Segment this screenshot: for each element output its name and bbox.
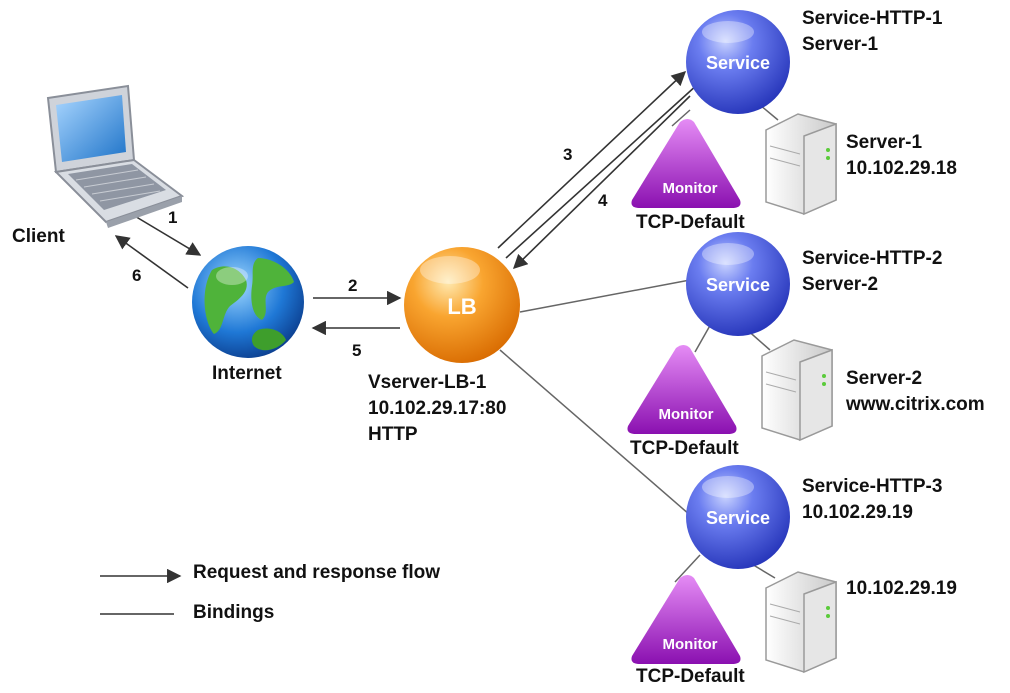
- server-2-line2: www.citrix.com: [846, 394, 985, 415]
- lb-protocol: HTTP: [368, 424, 418, 445]
- binding-line-service-3: [499, 349, 691, 516]
- step-5-label: 5: [352, 341, 362, 360]
- lb-name: Vserver-LB-1: [368, 372, 487, 393]
- laptop-icon: [46, 84, 185, 228]
- monitor-3-type: TCP-Default: [636, 666, 745, 687]
- server-2-line1: Server-2: [846, 368, 923, 389]
- legend-flow-label: Request and response flow: [193, 562, 441, 583]
- arrow-step-4b: [505, 83, 699, 259]
- client-label: Client: [12, 226, 65, 247]
- monitor-badge-1: Monitor: [663, 180, 718, 197]
- lb-badge: LB: [447, 294, 476, 319]
- arrow-step-4: [512, 95, 691, 270]
- server-tower-2-icon: [761, 339, 833, 442]
- service-sphere-2-icon: [686, 232, 790, 336]
- service-1-sub: Server-1: [802, 34, 879, 55]
- monitor-1-type: TCP-Default: [636, 212, 745, 233]
- monitor-badge-3: Monitor: [663, 636, 718, 653]
- server-1-line2: 10.102.29.18: [846, 158, 957, 179]
- service-sphere-3-icon: [686, 465, 790, 569]
- monitor-triangle-1-icon: [631, 119, 741, 208]
- monitor-badge-2: Monitor: [659, 406, 714, 423]
- monitor-triangle-2-icon: [627, 345, 737, 434]
- server-1-line1: Server-1: [846, 132, 923, 153]
- globe-icon: [192, 246, 304, 358]
- binding-line-monitor-1: [671, 109, 691, 127]
- arrow-step-6: [114, 235, 189, 289]
- service-sphere-1-icon: [686, 10, 790, 114]
- service-badge-3: Service: [706, 508, 770, 528]
- lb-address: 10.102.29.17:80: [368, 398, 507, 419]
- flow-arrows: [114, 71, 699, 336]
- step-1-label: 1: [168, 208, 178, 227]
- step-2-label: 2: [348, 276, 358, 295]
- service-badge-2: Service: [706, 275, 770, 295]
- arrow-step-1: [127, 211, 202, 256]
- server-tower-3-icon: [765, 571, 837, 674]
- binding-line-service-2: [519, 279, 691, 313]
- server-tower-1-icon: [765, 113, 837, 216]
- monitor-triangle-3-icon: [631, 575, 741, 664]
- service-2-sub: Server-2: [802, 274, 879, 295]
- service-3-name: Service-HTTP-3: [802, 476, 943, 497]
- lb-sphere-icon: [404, 247, 520, 363]
- monitor-2-type: TCP-Default: [630, 438, 739, 459]
- arrow-step-3: [497, 71, 687, 249]
- step-6-label: 6: [132, 266, 142, 285]
- binding-line-monitor-3: [674, 554, 701, 583]
- internet-label: Internet: [212, 363, 282, 384]
- server-3-line1: 10.102.29.19: [846, 578, 957, 599]
- service-badge-1: Service: [706, 53, 770, 73]
- service-3-sub: 10.102.29.19: [802, 502, 913, 523]
- step-3-label: 3: [563, 145, 573, 164]
- legend-bindings-label: Bindings: [193, 602, 275, 623]
- step-4-label: 4: [598, 191, 608, 210]
- service-1-name: Service-HTTP-1: [802, 8, 943, 29]
- service-2-name: Service-HTTP-2: [802, 248, 943, 269]
